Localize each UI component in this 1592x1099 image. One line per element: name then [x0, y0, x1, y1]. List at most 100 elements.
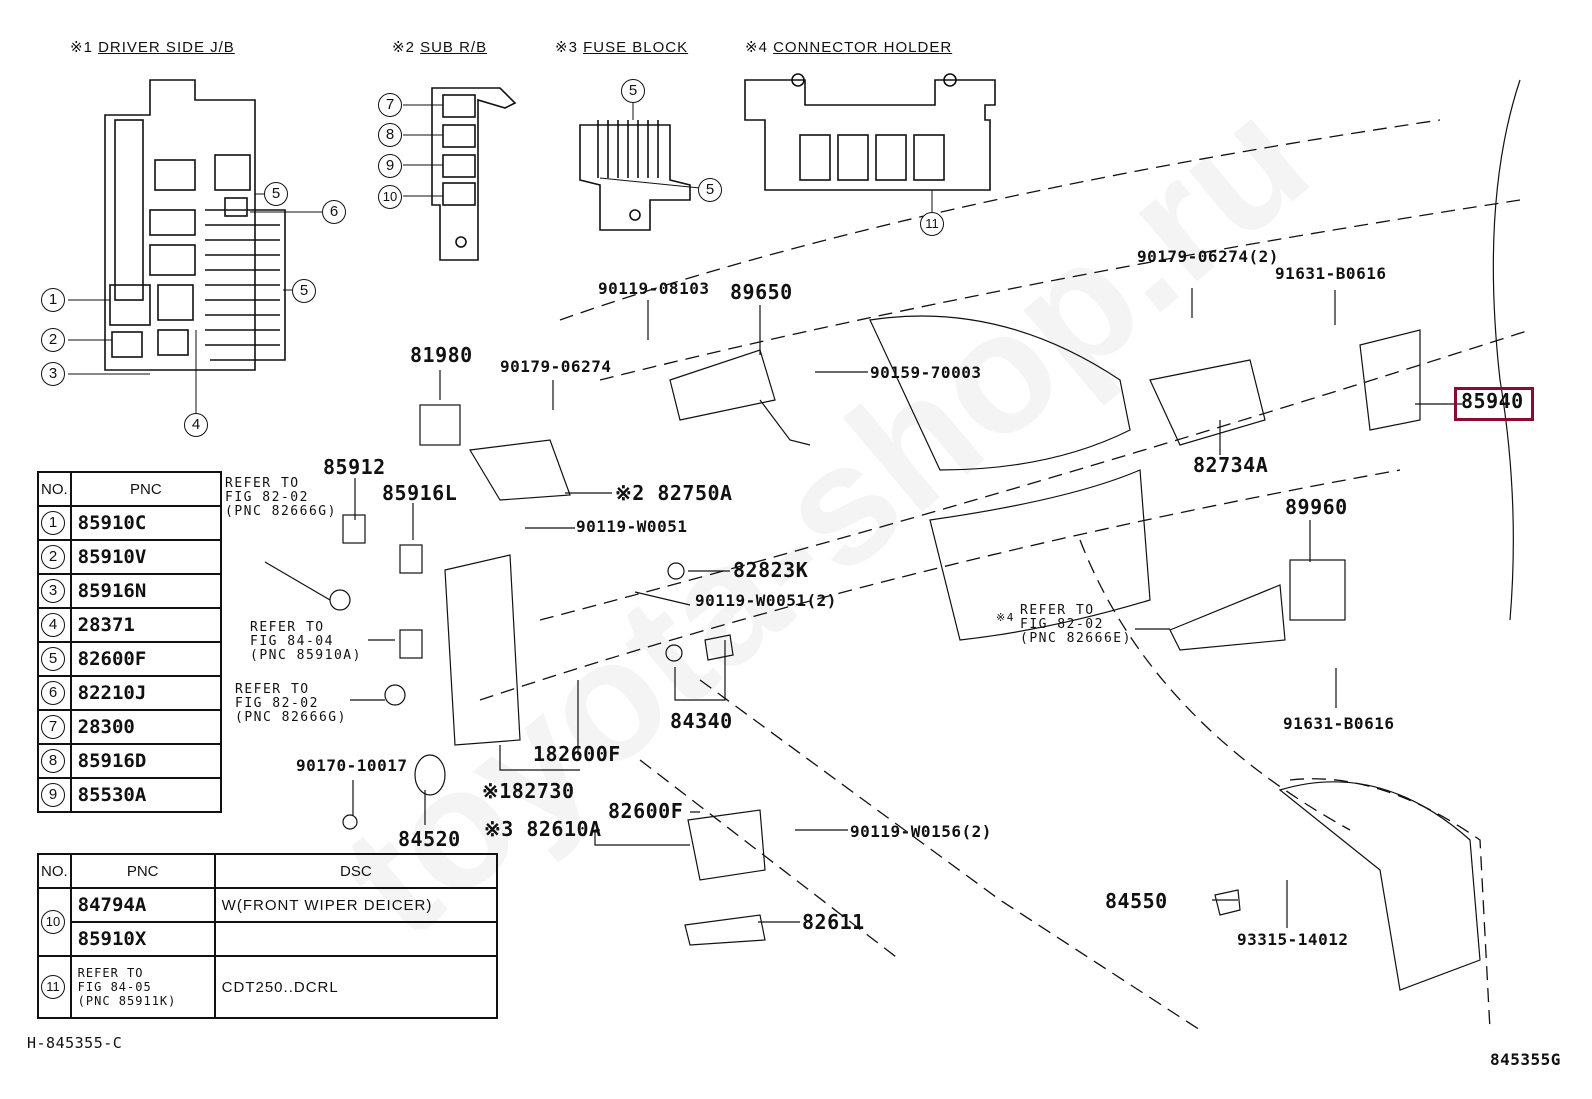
row-pnc[interactable]: 82600F — [69, 641, 223, 677]
part-label[interactable]: 91631-B0616 — [1283, 714, 1395, 733]
row-no: 2 — [41, 545, 65, 569]
header-pnc: PNC — [69, 853, 216, 889]
refer-note-mark: ※4 — [996, 611, 1015, 624]
row-no: 9 — [41, 783, 65, 807]
header-no: NO. — [37, 853, 72, 889]
table-header: NO. PNC DSC — [37, 853, 499, 889]
header-no: NO. — [37, 471, 72, 507]
header-pnc: PNC — [69, 471, 223, 507]
part-label[interactable]: 82611 — [802, 910, 865, 934]
callout-5: 5 — [698, 178, 722, 202]
row-pnc[interactable]: 82210J — [69, 675, 223, 711]
part-label[interactable]: 91631-B0616 — [1275, 264, 1387, 283]
figure-code-right: 845355G — [1490, 1050, 1561, 1069]
part-label[interactable]: ※2 82750A — [615, 481, 733, 505]
row-dsc: CDT250..DCRL — [213, 955, 499, 1019]
heading-connector-holder: ※4 CONNECTOR HOLDER — [745, 39, 953, 56]
part-label[interactable]: 84550 — [1105, 889, 1168, 913]
part-label[interactable]: 85916L — [382, 481, 458, 505]
callout-5: 5 — [264, 182, 288, 206]
row-no: 5 — [41, 647, 65, 671]
row-no: 7 — [41, 715, 65, 739]
table-header: NO. PNC — [37, 471, 223, 507]
row-no: 11 — [41, 975, 65, 999]
leader-lines — [264, 288, 1462, 928]
table-row: 11 REFER TO FIG 84-05 (PNC 85911K) CDT25… — [37, 955, 499, 1019]
row-pnc[interactable]: 85916N — [69, 573, 223, 609]
refer-note: REFER TO FIG 82-02 (PNC 82666E) — [1020, 603, 1132, 646]
row-pnc-refer[interactable]: REFER TO FIG 84-05 (PNC 85911K) — [69, 955, 216, 1019]
row-pnc[interactable]: 85910V — [69, 539, 223, 575]
part-label[interactable]: 90119-08103 — [598, 279, 710, 298]
heading-driver-side-jb: ※1 DRIVER SIDE J/B — [70, 39, 235, 56]
header-dsc: DSC — [213, 853, 499, 889]
callout-7: 7 — [378, 93, 402, 117]
part-label[interactable]: 90119-W0051 — [576, 517, 688, 536]
part-label[interactable]: 89650 — [730, 280, 793, 304]
driver-side-jb-drawing — [104, 79, 286, 371]
row-pnc[interactable]: 85910C — [69, 505, 223, 541]
row-dsc: W(FRONT WIPER DEICER) — [213, 887, 499, 923]
row-no: 3 — [41, 579, 65, 603]
pnc-table-2: NO. PNC DSC 10 84794A W(FRONT WIPER DEIC… — [37, 853, 499, 1019]
row-no: 1 — [41, 511, 65, 535]
table-row: 85910X — [38, 921, 499, 957]
row-no: 8 — [41, 749, 65, 773]
callout-11: 11 — [920, 212, 944, 236]
part-label[interactable]: ※3 82610A — [484, 817, 602, 841]
fuse-block-drawing — [579, 102, 701, 231]
heading-sub-rb: ※2 SUB R/B — [392, 39, 488, 56]
row-pnc[interactable]: 28371 — [69, 607, 223, 643]
row-pnc[interactable]: 85530A — [69, 777, 223, 813]
part-label[interactable]: 82600F — [608, 799, 684, 823]
callout-9: 9 — [378, 154, 402, 178]
part-label[interactable]: 82823K — [733, 558, 809, 582]
table-row: 10 84794A W(FRONT WIPER DEICER) — [37, 887, 499, 957]
refer-note: REFER TO FIG 84-04 (PNC 85910A) — [250, 620, 362, 663]
part-label[interactable]: 90119-W0156(2) — [850, 822, 992, 841]
part-label[interactable]: 84520 — [398, 827, 461, 851]
part-label[interactable]: 90119-W0051(2) — [695, 591, 837, 610]
dashboard-outline — [479, 119, 1531, 1031]
callout-1: 1 — [41, 288, 65, 312]
heading-fuse-block: ※3 FUSE BLOCK — [555, 39, 689, 56]
row-pnc[interactable]: 85910X — [69, 921, 216, 957]
callout-6: 6 — [322, 200, 346, 224]
connector-holder-drawing — [744, 73, 996, 213]
part-label[interactable]: 182600F — [533, 742, 621, 766]
part-label[interactable]: 81980 — [410, 343, 473, 367]
callout-10: 10 — [378, 185, 402, 209]
part-label[interactable]: 90179-06274 — [500, 357, 612, 376]
part-label[interactable]: 93315-14012 — [1237, 930, 1349, 949]
highlight-box — [1454, 387, 1534, 421]
row-no: 4 — [41, 613, 65, 637]
part-label[interactable]: 90170-10017 — [296, 756, 408, 775]
part-label[interactable]: 85912 — [323, 455, 386, 479]
part-label[interactable]: 84340 — [670, 709, 733, 733]
callout-2: 2 — [41, 328, 65, 352]
row-dsc — [213, 921, 499, 957]
refer-note: REFER TO FIG 82-02 (PNC 82666G) — [225, 476, 337, 519]
part-label[interactable]: 90159-70003 — [870, 363, 982, 382]
part-label[interactable]: 89960 — [1285, 495, 1348, 519]
part-label[interactable]: 82734A — [1193, 453, 1269, 477]
row-no: 6 — [41, 681, 65, 705]
row-pnc[interactable]: 85916D — [69, 743, 223, 779]
part-label[interactable]: ※182730 — [482, 779, 575, 803]
part-label-highlighted[interactable]: 85940 — [1461, 389, 1524, 413]
part-label[interactable]: 90179-06274(2) — [1137, 247, 1279, 266]
row-pnc[interactable]: 84794A — [69, 887, 216, 923]
row-pnc[interactable]: 28300 — [69, 709, 223, 745]
callout-5: 5 — [621, 79, 645, 103]
dashboard-solid-lines — [329, 79, 1521, 991]
